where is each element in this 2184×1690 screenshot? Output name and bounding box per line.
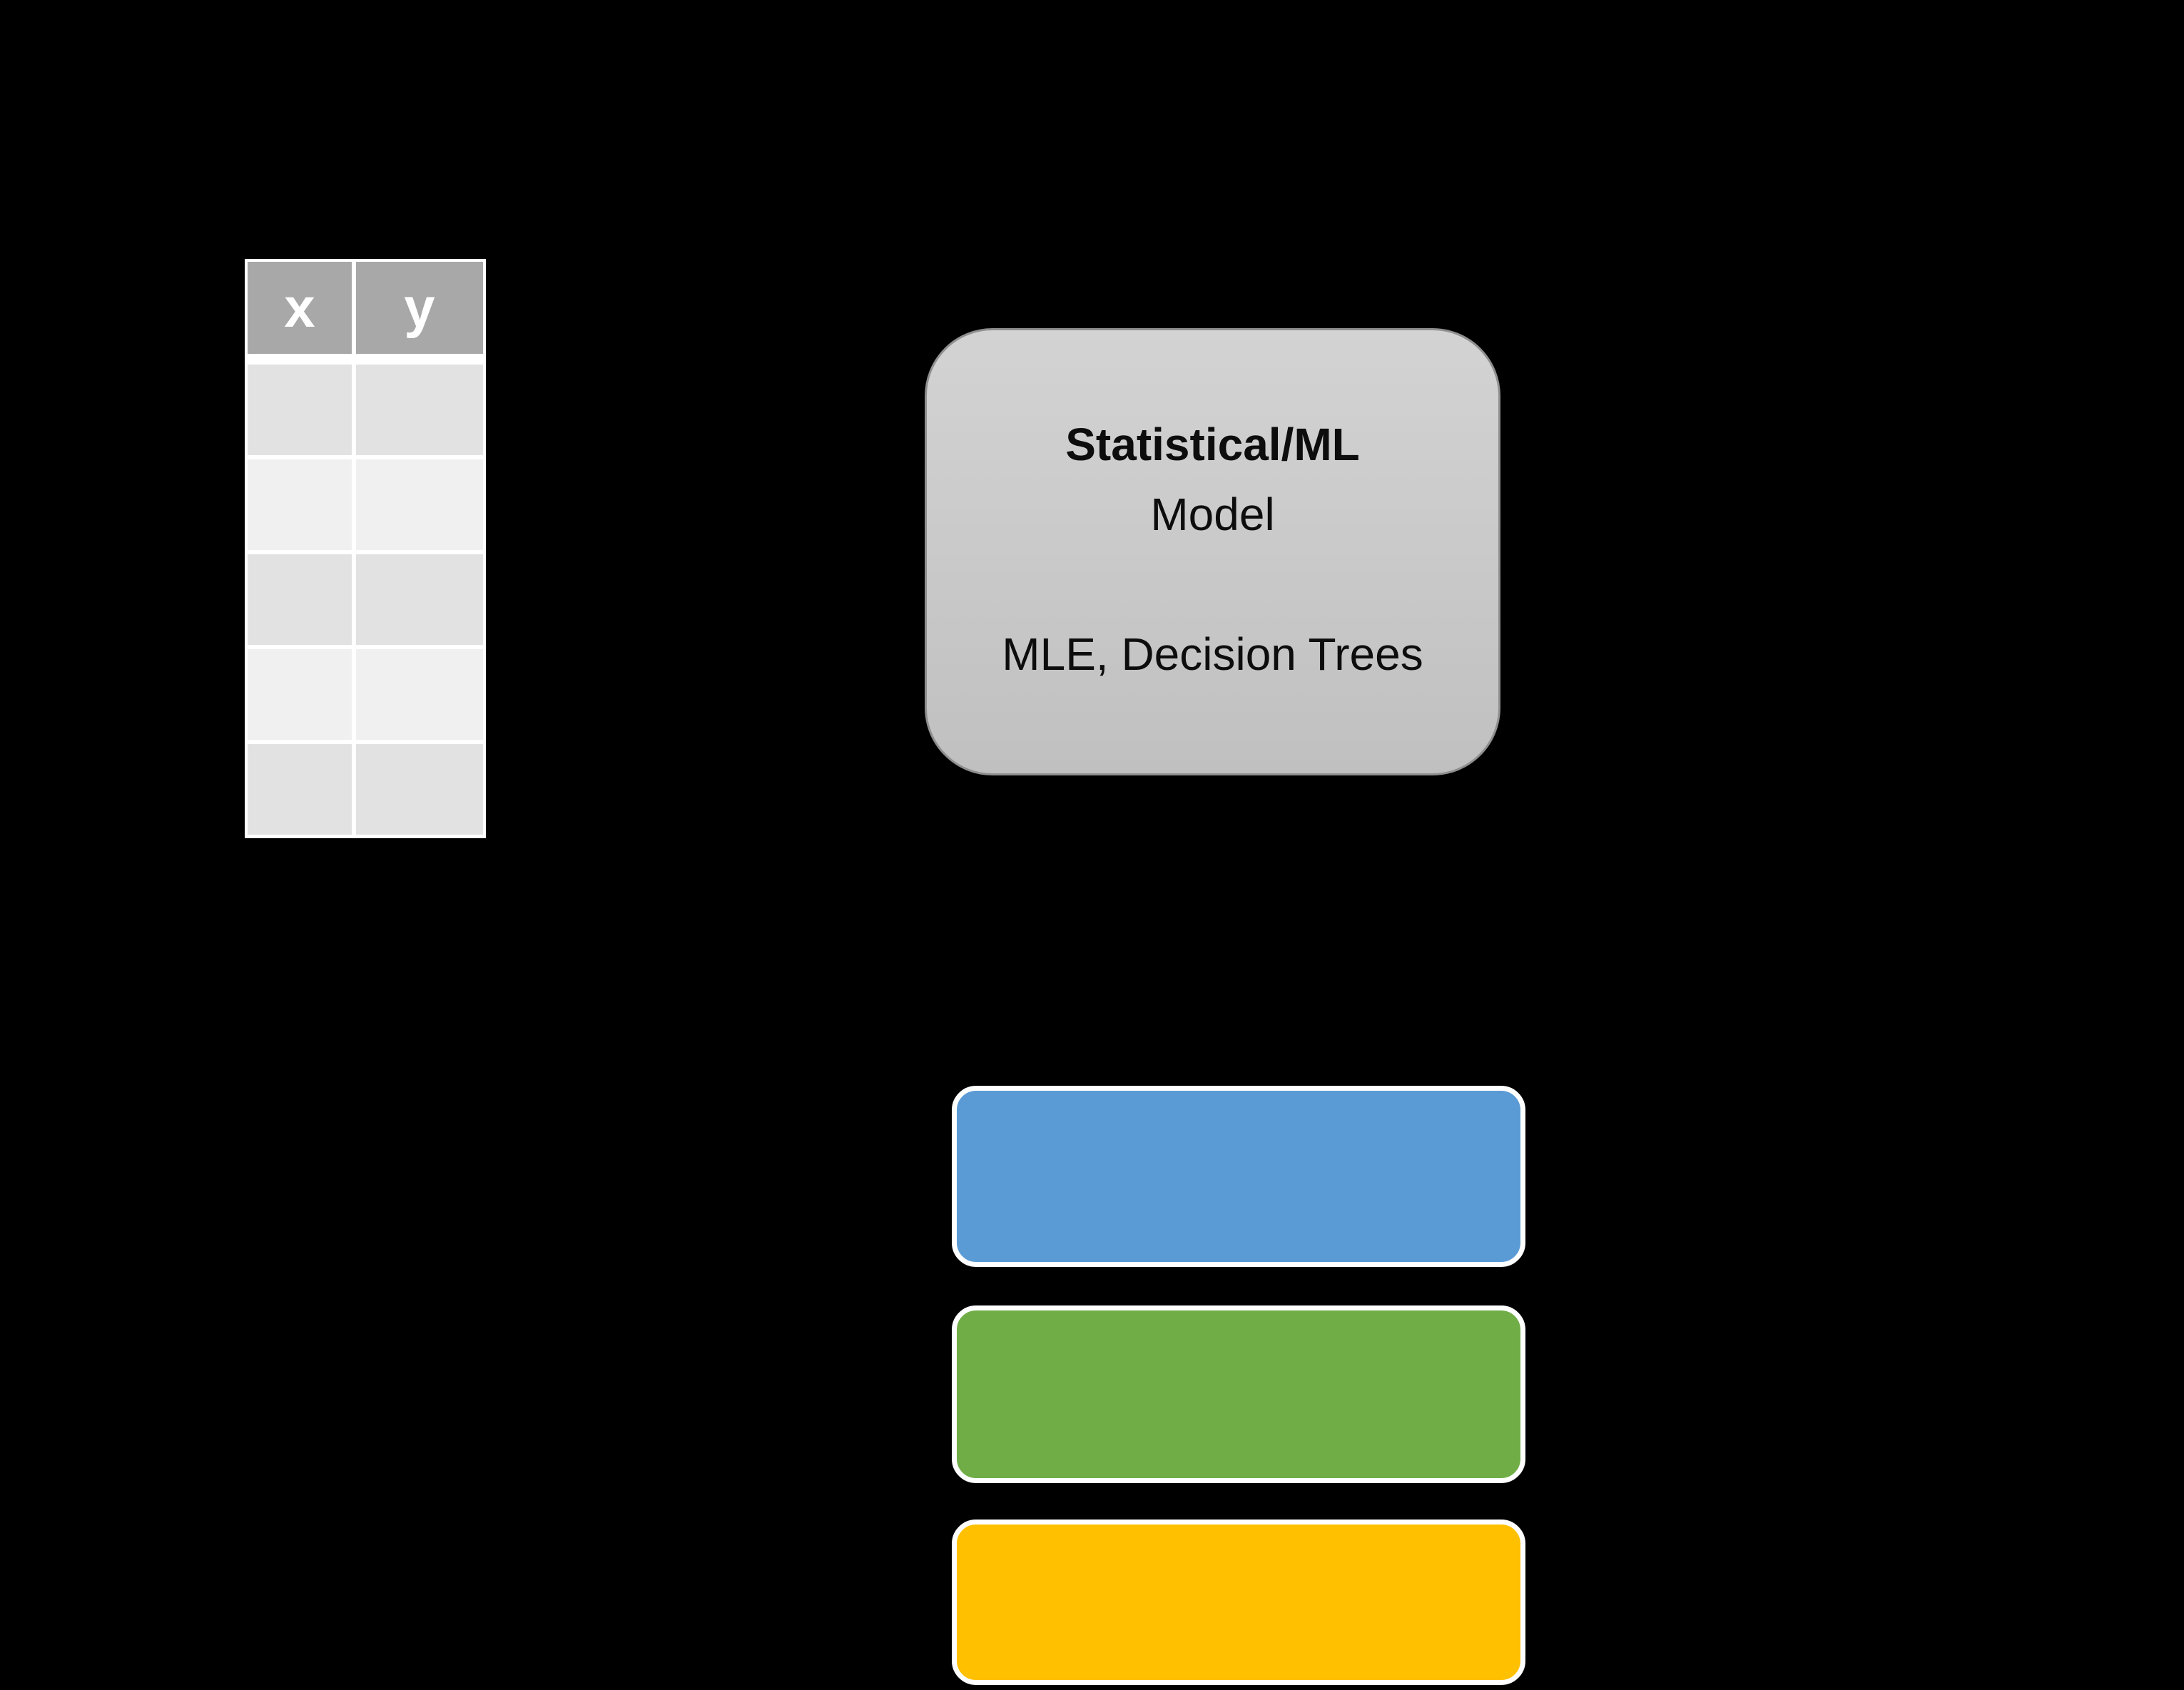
output-box-green-label [957,1310,1520,1478]
table-header-x: x [248,262,352,354]
output-box-green [952,1305,1525,1483]
table-cell [356,459,483,550]
output-box-yellow [952,1520,1525,1685]
output-box-blue [952,1086,1525,1267]
table-body [248,365,483,835]
table-row [248,649,483,740]
table-cell [356,365,483,455]
data-table: x y [245,259,486,838]
table-row [248,554,483,645]
model-box-methods: MLE, Decision Trees [1002,628,1423,680]
table-cell [356,649,483,740]
table-header-y: y [356,262,483,354]
table-cell [248,649,352,740]
model-box-title: Statistical/ML [1065,419,1360,470]
table-row [248,459,483,550]
table-cell [248,459,352,550]
table-cell [356,744,483,835]
table-header-row: x y [248,262,483,354]
output-box-blue-label [957,1091,1520,1262]
model-box-subtitle: Model [1150,489,1275,540]
table-cell [356,554,483,645]
table-cell [248,365,352,455]
table-row [248,744,483,835]
output-box-yellow-label [957,1524,1520,1680]
table-cell [248,744,352,835]
table-cell [248,554,352,645]
model-box-text: Statistical/ML Model MLE, Decision Trees [927,330,1498,689]
model-box: Statistical/ML Model MLE, Decision Trees [925,328,1500,775]
table-row [248,365,483,455]
model-box-spacer [927,549,1498,619]
